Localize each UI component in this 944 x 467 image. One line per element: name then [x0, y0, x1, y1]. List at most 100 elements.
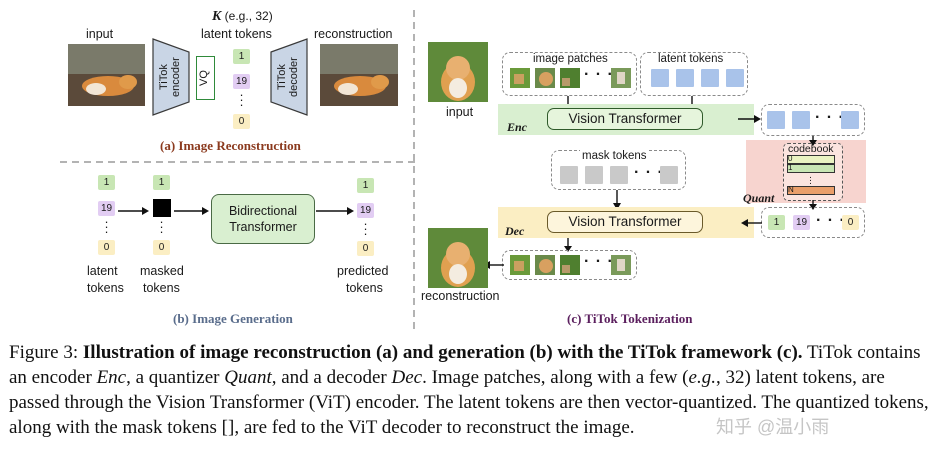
token-0: 0 [233, 114, 250, 129]
caption-t5: , 32) latent tokens, are passed through … [9, 367, 929, 438]
masked-token-0: 0 [153, 240, 170, 255]
enc-latent-1 [767, 111, 785, 129]
enc-label: Enc [507, 120, 528, 134]
token-19: 19 [233, 74, 250, 89]
patch-1 [510, 68, 530, 88]
decoder-trapezoid [270, 38, 308, 116]
encoder-trapezoid [152, 38, 190, 116]
masked-token-1: 1 [153, 175, 170, 190]
separator-vertical [413, 10, 415, 330]
latent-cell-2 [676, 69, 694, 87]
image-patches-group [502, 52, 637, 96]
caption-bold: Illustration of image reconstruction (a)… [82, 342, 803, 363]
arrow-latents-to-codebook [809, 136, 817, 146]
out-patch-ellipsis: · · · [584, 253, 614, 270]
input-cat-image-c [428, 42, 488, 102]
latent-token-0: 0 [98, 240, 115, 255]
encoder-label: TiTok encoder [158, 57, 182, 97]
latent-token-19: 19 [98, 201, 115, 216]
decoder-label: TiTok decoder [276, 57, 300, 97]
caption-enc: Enc [96, 367, 127, 388]
mask-cell-4 [660, 166, 678, 184]
codebook-row-1 [787, 164, 835, 173]
k-label: K (e.g., 32) [212, 9, 273, 25]
patch-3 [560, 68, 580, 88]
enc-latent-ellipsis: · · · [815, 109, 845, 126]
arrow-to-masked [118, 207, 149, 215]
panel-a-title: (a) Image Reconstruction [160, 138, 301, 153]
caption-t3: , and a decoder [271, 367, 392, 388]
caption-t2: , a quantizer [126, 367, 225, 388]
k-example: (e.g., 32) [221, 9, 273, 23]
out-patch-3 [560, 255, 580, 275]
k-symbol: K [212, 9, 222, 24]
caption-quant: Quant [224, 367, 272, 388]
arrow-tokens-to-dec [741, 219, 762, 227]
predicted-token-1: 1 [357, 178, 374, 193]
patch-4 [611, 68, 631, 88]
separator-horizontal [60, 161, 420, 163]
out-patch-4 [611, 255, 631, 275]
quant-token-19: 19 [793, 215, 810, 230]
vision-transformer-encoder: Vision Transformer [547, 108, 703, 130]
caption-dec: Dec [391, 367, 423, 388]
mask-cell-2 [585, 166, 603, 184]
quant-token-1: 1 [768, 215, 785, 230]
masked-token-block [153, 199, 171, 217]
predicted-label-1: predicted [337, 264, 389, 278]
panel-b-title: (b) Image Generation [173, 311, 293, 326]
arrow-mask-to-dec [613, 190, 621, 210]
caption-t4: . Image patches, along with a few ( [422, 367, 689, 388]
panel-c-title: (c) TiTok Tokenization [567, 311, 693, 326]
mask-tokens-label: mask tokens [580, 150, 649, 162]
reconstruction-cat-image-c [428, 228, 488, 288]
predicted-label-2: tokens [346, 281, 383, 295]
codebook-label: codebook [788, 143, 834, 155]
mask-ellipsis: · · · [634, 164, 664, 181]
encoded-latents-group [761, 104, 865, 136]
codebook-row-0 [787, 155, 835, 164]
caption-t6: ], are fed to the ViT decoder to reconst… [228, 417, 635, 438]
enc-latent-2 [792, 111, 810, 129]
predicted-token-19: 19 [357, 203, 374, 218]
quant-token-0: 0 [842, 215, 859, 230]
mask-cell-1 [560, 166, 578, 184]
predicted-token-0: 0 [357, 241, 374, 256]
caption-prefix: Figure 3: [9, 342, 83, 363]
input-label-c: input [446, 105, 474, 119]
figure-caption: Figure 3: Illustration of image reconstr… [9, 340, 937, 440]
mask-cell-3 [610, 166, 628, 184]
arrow-to-transformer [174, 207, 209, 215]
codebook-row-n-label: N [788, 185, 794, 194]
arrow-to-predicted [316, 207, 354, 215]
out-patch-1 [510, 255, 530, 275]
quant-label: Quant [743, 191, 775, 205]
caption-t1: TiTok contains an encoder [9, 342, 921, 388]
patch-2 [535, 68, 555, 88]
latent-label-2: tokens [87, 281, 124, 295]
quant-token-ellipsis: · · · [816, 212, 846, 229]
patch-ellipsis: · · · [584, 66, 614, 83]
predicted-ellipsis: ··· [363, 216, 368, 241]
watermark: 知乎 @温小雨 [716, 417, 830, 437]
caption-eg: e.g. [688, 367, 716, 388]
latent-tokens-label-c: latent tokens [656, 53, 726, 65]
masked-ellipsis: ··· [159, 214, 164, 239]
reconstruction-label: reconstruction [314, 27, 393, 41]
vision-transformer-decoder: Vision Transformer [547, 211, 703, 233]
latent-label-1: latent [87, 264, 118, 278]
token-ellipsis: ··· [239, 87, 244, 112]
input-cat-image [68, 44, 145, 106]
transformer-label-2: Transformer [229, 220, 297, 234]
input-label: input [86, 27, 114, 41]
codebook-row-0-label: 0 [788, 154, 793, 163]
codebook-row-1-label: 1 [788, 163, 793, 172]
out-patch-2 [535, 255, 555, 275]
latent-cell-1 [651, 69, 669, 87]
masked-label-2: tokens [143, 281, 180, 295]
token-1: 1 [233, 49, 250, 64]
dec-label: Dec [505, 224, 525, 238]
enc-latent-3 [841, 111, 859, 129]
vq-label: VQ [198, 70, 210, 86]
latent-tokens-group [640, 52, 748, 96]
